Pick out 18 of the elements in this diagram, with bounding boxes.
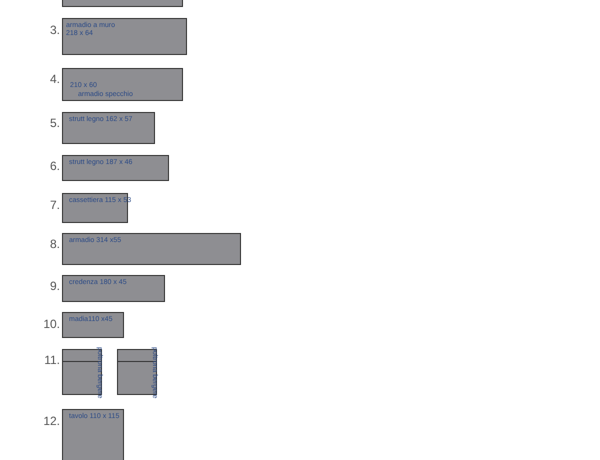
list-number: 7. [50,198,60,212]
list-number: 11. [44,353,60,367]
furniture-rectangle [62,233,241,265]
list-number: 9. [50,279,60,293]
furniture-rectangle [62,112,155,144]
furniture-rectangle [62,409,124,460]
list-number: 6. [50,159,60,173]
list-number: 10. [43,317,60,331]
furniture-rectangle [62,155,169,181]
list-number: 8. [50,237,60,251]
furniture-rectangle [62,68,183,101]
furniture-rectangle [62,18,187,55]
furniture-rectangle [62,312,124,338]
furniture-rectangle [62,275,165,302]
list-number: 4. [50,72,60,86]
list-number: 12. [43,414,60,428]
list-number: 3. [50,23,60,37]
list-number: 5. [50,116,60,130]
